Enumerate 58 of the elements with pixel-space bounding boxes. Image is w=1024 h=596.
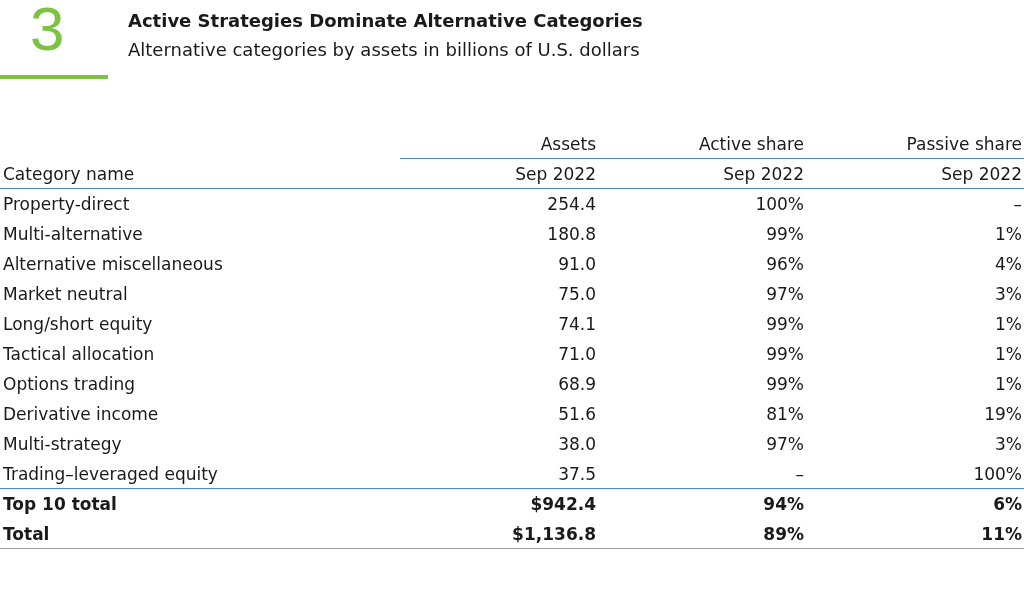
table-cell-text: 11% xyxy=(981,523,1022,544)
table-cell-text: Trading–leveraged equity xyxy=(3,463,218,484)
table-cell-text: 1% xyxy=(995,344,1022,364)
table-cell-text: Alternative miscellaneous xyxy=(3,254,223,274)
table-cell-text: 6% xyxy=(993,494,1022,514)
table-cell-text: Total xyxy=(3,523,50,544)
table-cell-text: 3% xyxy=(995,434,1022,454)
table-cell-text: Top 10 total xyxy=(3,494,117,514)
chart-title: Active Strategies Dominate Alternative Categories xyxy=(128,10,643,31)
table-cell-text: 89% xyxy=(763,523,804,544)
table-cell-text: 75.0 xyxy=(558,284,596,304)
table-cell-text: 94% xyxy=(763,494,804,514)
chart-subtitle: Alternative categories by assets in billions of U.S. dollars xyxy=(128,39,640,60)
table-cell-text: 1% xyxy=(995,314,1022,334)
table-cell-text: 100% xyxy=(973,463,1022,484)
table-cell-text: $1,136.8 xyxy=(512,523,596,544)
table-cell-text: 19% xyxy=(984,404,1022,424)
table-cell-text: 99% xyxy=(766,344,804,364)
table-cell-text: Derivative income xyxy=(3,404,159,424)
table-cell-text: 51.6 xyxy=(558,404,596,424)
table-cell-text: 99% xyxy=(766,314,804,334)
table-cell-text: 71.0 xyxy=(558,344,596,364)
column-header: Sep 2022 xyxy=(723,163,804,184)
table-cell-text: – xyxy=(1013,194,1022,214)
column-header: Sep 2022 xyxy=(941,163,1022,184)
table-cell-text: 38.0 xyxy=(558,434,596,454)
table-cell-text: 96% xyxy=(766,254,804,274)
table-cell-text: 97% xyxy=(766,284,804,304)
column-header: Assets xyxy=(540,133,596,154)
column-header: Sep 2022 xyxy=(515,163,596,184)
table-cell-text: 180.8 xyxy=(547,224,596,244)
column-header: Passive share xyxy=(906,133,1022,154)
table-cell-text: 4% xyxy=(995,254,1022,274)
table-cell-text: – xyxy=(795,463,804,484)
table-cell-text: 3% xyxy=(995,284,1022,304)
table-cell-text: Options trading xyxy=(3,374,136,394)
table-cell-text: Market neutral xyxy=(3,284,128,304)
table-cell-text: 68.9 xyxy=(558,374,596,394)
table-cell-text: 1% xyxy=(995,224,1022,244)
table-cell-text: 99% xyxy=(766,374,804,394)
table-cell-text: 81% xyxy=(766,404,804,424)
table-cell-text: 1% xyxy=(995,374,1022,394)
table-cell-text: $942.4 xyxy=(530,494,596,514)
table-cell-text: 74.1 xyxy=(558,314,596,334)
column-header: Active share xyxy=(698,133,804,154)
table-cell-text: Tactical allocation xyxy=(3,344,155,364)
table-cell-text: Multi-alternative xyxy=(3,224,143,244)
table-cell-text: 254.4 xyxy=(547,194,596,214)
table-cell-text: Long/short equity xyxy=(3,314,153,334)
table-cell-text: 91.0 xyxy=(558,254,596,274)
table-cell-text: 37.5 xyxy=(558,463,596,484)
figure-number: 3 xyxy=(30,0,65,60)
column-header: Category name xyxy=(3,163,135,184)
table-cell-text: 97% xyxy=(766,434,804,454)
table-cell-text: 99% xyxy=(766,224,804,244)
table-cell-text: 100% xyxy=(755,194,804,214)
table-cell-text: Multi-strategy xyxy=(3,434,122,454)
table-cell-text: Property-direct xyxy=(3,194,130,214)
